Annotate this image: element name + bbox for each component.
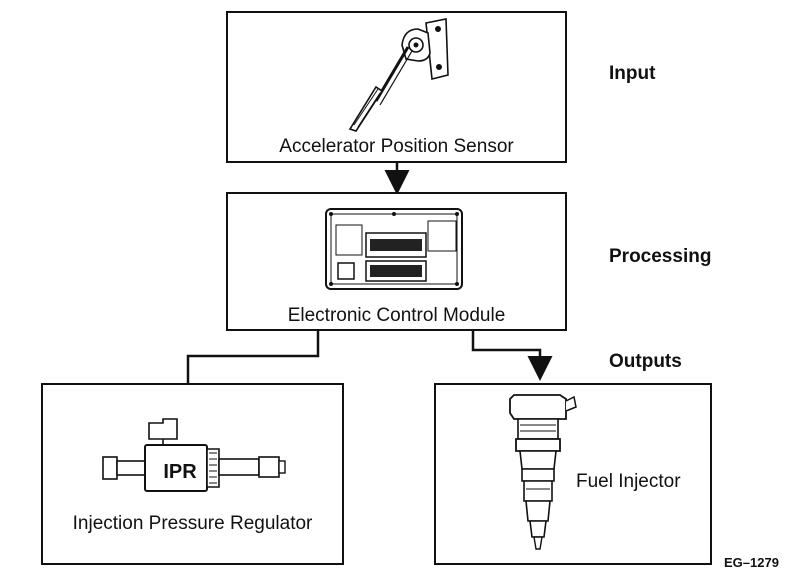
ecm-to-ipr-line [186,331,320,383]
injector-label: Fuel Injector [576,471,681,492]
figure-code: EG–1279 [724,555,779,570]
ecm-label: Electronic Control Module [287,305,506,326]
control-module-icon [325,208,463,290]
ipr-box: IPR Injection Pressure Regulator [41,383,344,565]
ipr-label: Injection Pressure Regulator [72,513,313,534]
stage-outputs: Outputs [609,351,682,372]
sensor-box: Accelerator Position Sensor [226,11,567,163]
fuel-injector-icon [509,394,577,550]
accelerator-pedal-icon [348,18,449,132]
ipr-badge: IPR [163,461,197,483]
sensor-label: Accelerator Position Sensor [279,136,514,157]
stage-input: Input [609,63,656,84]
ecm-to-injector-arrow [471,331,553,381]
injector-box: Fuel Injector [434,383,712,565]
stage-processing: Processing [609,246,712,267]
ecm-box: Electronic Control Module [226,192,567,331]
pressure-regulator-icon [102,418,286,492]
